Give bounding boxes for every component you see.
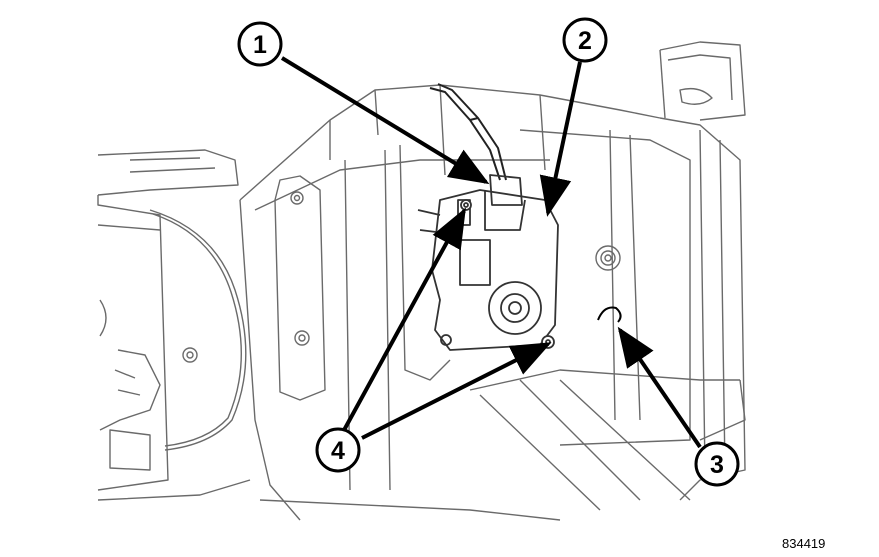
leader-3: [617, 326, 702, 449]
leader-1: [280, 56, 490, 185]
main-housing-outline: [239, 84, 746, 521]
leader-4b: [361, 342, 552, 440]
top-right-duct: [659, 41, 746, 121]
callout-1-number: 1: [253, 31, 267, 59]
blend-door-actuator: [417, 174, 559, 351]
left-wire-harness: [149, 209, 247, 451]
leader-2: [539, 61, 582, 217]
hvac-housing-illustration: [97, 41, 746, 521]
left-bracket-assembly: [97, 149, 251, 501]
callout-2: 2: [562, 17, 608, 63]
actuator-shaft-pin: [597, 306, 622, 323]
callout-2-number: 2: [578, 27, 592, 55]
leader-4a: [341, 207, 466, 433]
callout-3-number: 3: [710, 451, 724, 479]
callout-4: 4: [315, 427, 361, 473]
callout-4-number: 4: [331, 437, 345, 465]
top-wire-harness: [429, 83, 507, 181]
callout-1: 1: [237, 21, 283, 67]
callout-leaders: [280, 56, 702, 449]
figure-id-label: 834419: [782, 536, 826, 551]
callout-3: 3: [694, 441, 740, 487]
